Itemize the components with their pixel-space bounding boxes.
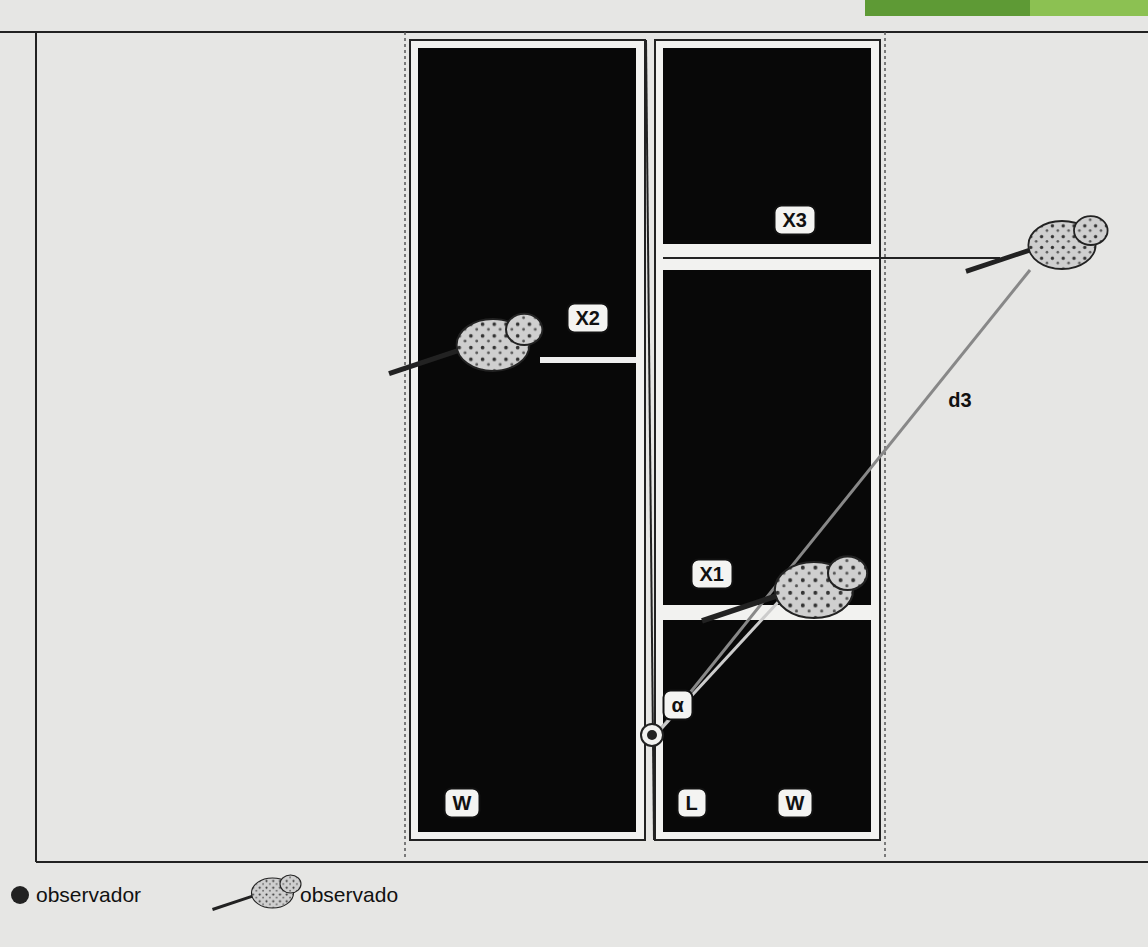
angle-line [660,600,780,730]
label-box: W [777,788,814,819]
top-bar [865,0,1148,16]
divider-line [646,40,654,840]
label-box: W [444,788,481,819]
observed-bird [389,314,542,374]
window-frame [655,40,880,840]
dotted-line [404,32,406,860]
frame-line [0,31,1148,33]
window-frame [410,40,645,840]
legend-text: observador [36,883,141,907]
label-text: X3 [783,209,807,231]
label-text: W [453,792,472,814]
observed-bird [966,216,1108,271]
distance-line [660,270,1030,730]
frame-line [35,32,37,862]
label-text: L [686,792,698,814]
dotted-line [884,32,886,860]
observer-symbol [647,730,657,740]
legend-sample [213,875,302,910]
top-bar [1030,0,1148,16]
sight-line [663,257,1000,259]
window-pane [663,620,871,832]
window-pane [663,48,871,244]
legend-sample [11,886,29,904]
label-text: α [672,694,684,716]
label-box: X3 [774,205,817,236]
window-pane [663,270,871,605]
label-box: α [663,690,694,721]
distance-label: d3 [946,389,973,412]
label-text: X2 [576,307,600,329]
label-text: W [786,792,805,814]
legend-text: observado [300,883,398,907]
label-box: X2 [567,303,610,334]
sight-line [540,357,636,363]
label-box: L [677,788,708,819]
observer-symbol [641,724,663,746]
label-text: X1 [700,563,724,585]
label-box: X1 [691,559,734,590]
frame-line [36,861,1148,863]
window-pane [418,48,636,832]
